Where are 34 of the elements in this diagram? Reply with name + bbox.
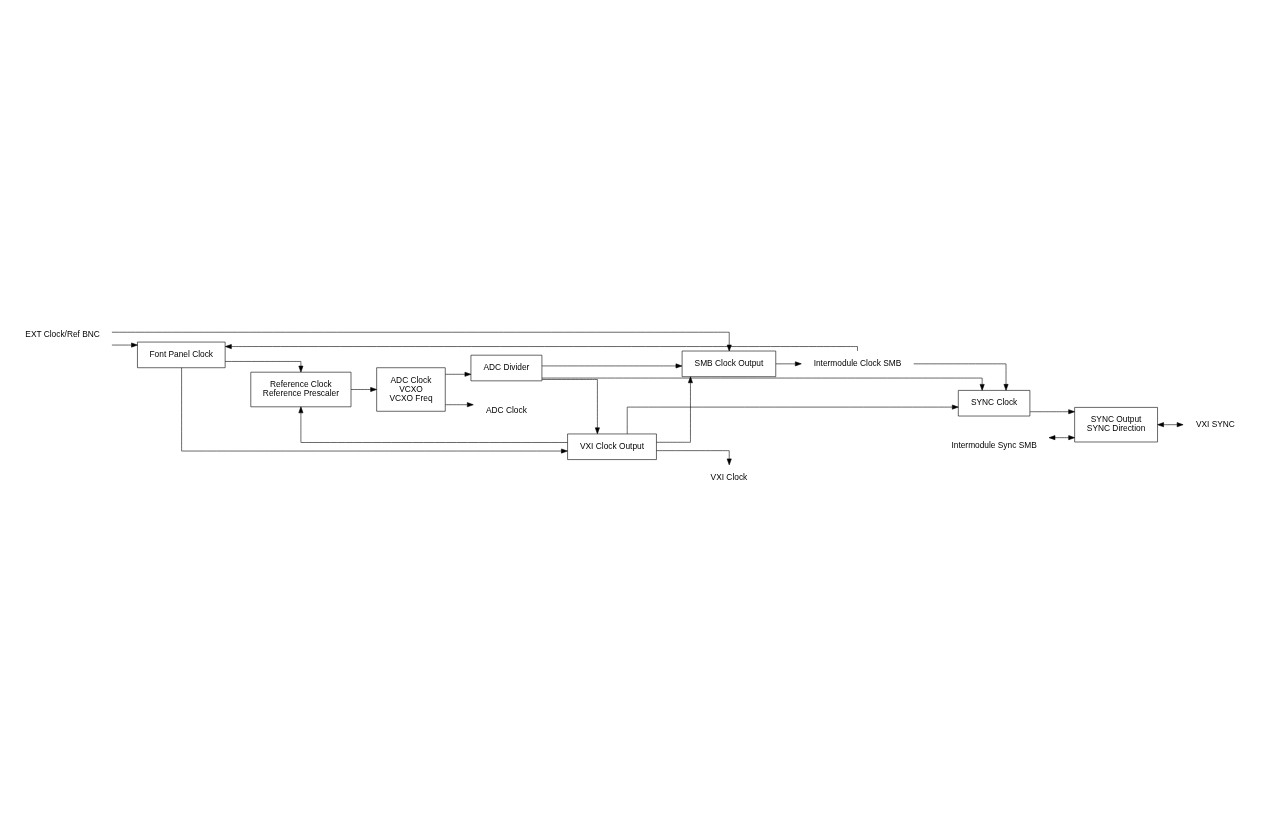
node-text: VXI SYNC (1195, 418, 1235, 429)
arrow (111, 342, 138, 348)
node-box: SYNC Output SYNC Direction (1074, 407, 1158, 443)
arrow (541, 377, 985, 391)
node-box: SYNC Clock (958, 390, 1031, 417)
node-box: SMB Clock Output (681, 350, 777, 377)
arrow (541, 379, 600, 435)
arrow (1048, 435, 1075, 441)
arrow (913, 363, 1009, 391)
arrow (298, 406, 568, 443)
arrow (1157, 422, 1184, 428)
arrow (541, 363, 683, 369)
arrow (350, 387, 377, 392)
arrow (225, 344, 858, 352)
arrow (626, 404, 959, 435)
arrow (445, 402, 474, 408)
node-box: Font Panel Clock (137, 341, 226, 369)
arrow (656, 450, 732, 466)
arrow (111, 331, 732, 352)
node-text: Intermodule Clock SMB (813, 358, 902, 369)
arrow (181, 367, 568, 454)
node-text: VXI Clock (710, 472, 748, 482)
node-text: Intermodule Sync SMB (951, 440, 1037, 451)
arrow (775, 361, 802, 367)
node-text: EXT Clock/Ref BNC (25, 329, 100, 340)
node-box: Reference Clock Reference Prescaler (250, 371, 352, 408)
arrow (224, 361, 304, 373)
node-box: ADC Divider (470, 354, 543, 382)
arrow (445, 371, 472, 377)
node-text: ADC Clock (486, 405, 527, 416)
node-box: VXI Clock Output (567, 433, 657, 460)
arrow (656, 376, 693, 443)
arrow (1029, 409, 1075, 415)
node-box: ADC Clock VCXO VCXO Freq (376, 367, 446, 412)
